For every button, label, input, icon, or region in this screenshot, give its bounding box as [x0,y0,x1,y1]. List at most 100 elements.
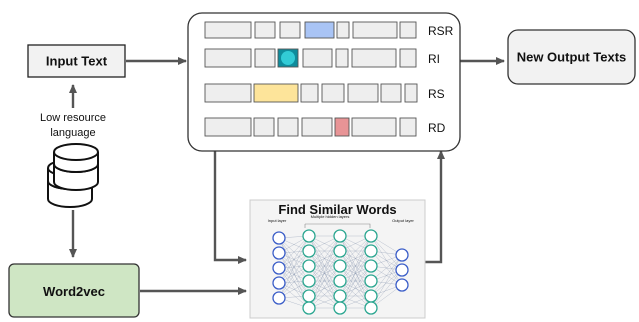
nn-input-node [272,246,286,260]
nn-output-node [395,248,409,262]
nn-edge [339,235,372,282]
new-output-label: New Output Texts [517,50,627,65]
operation-label: RSR [428,24,454,38]
nn-hidden-node [333,229,347,243]
token-cell [380,83,402,103]
find-similar-title: Find Similar Words [278,202,396,217]
nn-hidden-node [302,259,316,273]
operation-label: RI [428,52,440,66]
token-cell [351,117,397,137]
token-cell [300,83,319,103]
find-similar-panel: Find Similar Words Input layer Multiple … [249,199,426,319]
highlighted-token [304,21,335,39]
token-cell [352,21,398,39]
operations-box [187,12,461,152]
nn-hidden-node [364,244,378,258]
operation-row-ri: RI [204,48,440,68]
connectors [69,57,505,295]
nn-edge [308,250,341,297]
token-cell [301,117,333,137]
operation-rows: RSR RI RS RD [204,21,454,137]
token-cell [336,21,350,39]
nn-hidden-node [364,274,378,288]
nn-edge [278,265,310,299]
nn-hidden-node [364,229,378,243]
nn-input-node [272,231,286,245]
nn-hidden-node [364,301,378,315]
token-cell [204,117,252,137]
nn-hidden-node [333,274,347,288]
nn-edge [308,235,341,267]
operation-row-rd: RD [204,117,446,137]
nn-hidden-node [333,289,347,303]
nn-edge [308,235,341,282]
token-cell [204,21,252,39]
nn-hidden-node [302,301,316,315]
nn-edge [339,265,372,309]
nn-edge [370,269,403,309]
nn-input-node [272,261,286,275]
new-output-node: New Output Texts [507,29,636,85]
token-cell [204,83,252,103]
nn-input-node [272,291,286,305]
input-note-line2: language [50,127,95,139]
token-cell [321,83,345,103]
nn-hidden-node [333,259,347,273]
nn-edge [339,250,372,297]
nn-edge [278,235,310,284]
word2vec-label: Word2vec [43,284,105,299]
nn-hidden-layers-label: Multiple hidden layers [311,214,350,219]
nn-hidden-bracket [304,223,371,228]
nn-output-node [395,263,409,277]
nn-hidden-node [302,229,316,243]
nn-edge [308,265,341,297]
nn-edge [308,280,341,309]
nn-input-layer-label: Input layer [268,218,287,223]
nn-edge [278,267,310,309]
token-cell [302,48,333,68]
token-cell [279,21,301,39]
highlighted-token [334,117,350,137]
nn-edge [308,235,341,297]
token-cell [254,21,276,39]
nn-input-node [272,276,286,290]
token-cell [277,117,299,137]
token-cell [399,117,417,137]
insert-glow [281,51,295,65]
operation-row-rsr: RSR [204,21,454,39]
nn-edge [339,280,372,309]
arrow-nn-to-ops [425,150,445,264]
operation-row-rs: RS [204,83,445,103]
nn-edge [339,235,372,297]
nn-edge [339,235,372,267]
token-cell [347,83,379,103]
token-cell [404,83,418,103]
token-cell [204,48,252,68]
token-cell [335,48,349,68]
input-text-label: Input Text [46,54,108,69]
nn-hidden-node [302,289,316,303]
nn-output-layer-label: Output layer [392,218,414,223]
word2vec-node: Word2vec [8,263,140,318]
token-cell [253,117,275,137]
nn-nodes [272,229,409,315]
nn-edge [308,265,341,309]
nn-edge [370,254,403,297]
nn-edge [278,250,310,299]
nn-edge [278,235,310,299]
nn-hidden-node [364,259,378,273]
token-cell [351,48,397,68]
nn-edge [370,254,403,282]
nn-hidden-node [302,244,316,258]
nn-edge [370,269,403,297]
nn-hidden-node [333,244,347,258]
token-cell [254,48,276,68]
database-icon [47,143,99,208]
nn-hidden-node [333,301,347,315]
nn-hidden-node [302,274,316,288]
input-text-node: Input Text [27,44,126,78]
nn-output-node [395,278,409,292]
nn-edge [278,235,310,269]
